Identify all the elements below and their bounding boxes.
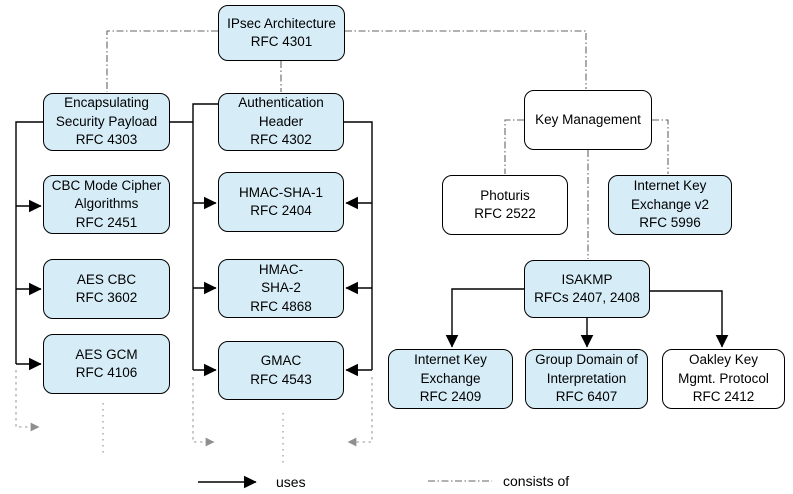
legend-consists-of-label: consists of (503, 473, 570, 489)
node-encapsulating-security-payload: Encapsulating Security Payload RFC 4303 (43, 93, 170, 151)
continuation-edges (15, 370, 373, 464)
node-key-management: Key Management (524, 90, 652, 150)
node-internet-key-exchange-v2: Internet Key Exchange v2 RFC 5996 (608, 175, 732, 235)
node-ipsec-architecture: IPsec Architecture RFC 4301 (218, 5, 345, 61)
node-aes-cbc: AES CBC RFC 3602 (43, 259, 170, 319)
node-isakmp: ISAKMP RFCs 2407, 2408 (524, 260, 650, 318)
node-group-domain-of-interpretation: Group Domain of Interpretation RFC 6407 (525, 349, 648, 409)
node-hmac-sha-2: HMAC- SHA-2 RFC 4868 (218, 259, 344, 318)
node-aes-gcm: AES GCM RFC 4106 (43, 334, 170, 394)
node-oakley-key-mgmt-protocol: Oakley Key Mgmt. Protocol RFC 2412 (662, 349, 785, 409)
legend-uses-label: uses (276, 474, 306, 490)
node-authentication-header: Authentication Header RFC 4302 (218, 93, 344, 151)
consists-of-edges (106, 30, 669, 482)
node-photuris: Photuris RFC 2522 (442, 175, 568, 235)
node-hmac-sha-1: HMAC-SHA-1 RFC 2404 (218, 172, 344, 232)
uses-edges (15, 103, 729, 489)
node-cbc-mode-cipher-algorithms: CBC Mode Cipher Algorithms RFC 2451 (43, 175, 170, 234)
node-gmac: GMAC RFC 4543 (218, 341, 344, 400)
node-internet-key-exchange: Internet Key Exchange RFC 2409 (388, 349, 513, 409)
